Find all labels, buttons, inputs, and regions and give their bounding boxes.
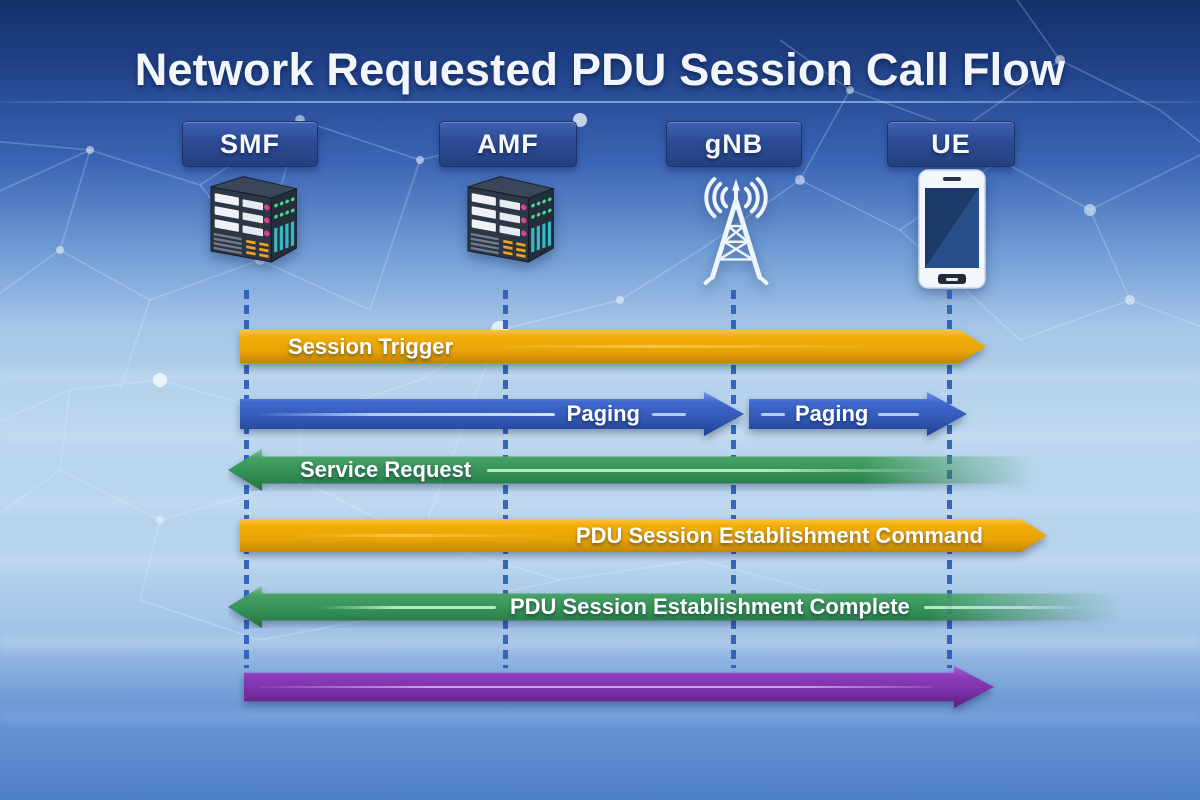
entity-label-amf: AMF — [477, 128, 539, 159]
arrow-data-flow — [244, 666, 994, 708]
light-streak — [0, 498, 1200, 510]
arrow-highlight-line — [295, 534, 556, 537]
arrow-label: Session Trigger — [288, 333, 454, 359]
radio-tower-icon — [681, 171, 791, 292]
arrow-highlight-line — [483, 345, 896, 348]
arrow-label: Paging — [795, 401, 869, 426]
arrow-highlight-line — [878, 413, 919, 416]
light-streak — [0, 636, 1200, 650]
arrow-highlight-line — [316, 605, 496, 609]
arrow-pdu-session-establishment-complete: PDU Session Establishment Complete — [228, 586, 1150, 628]
arrow-label: PDU Session Establishment Complete — [510, 594, 910, 619]
light-streak — [0, 712, 1200, 722]
header-divider — [0, 101, 1200, 103]
arrow-highlight-line — [487, 468, 942, 472]
arrow-label: PDU Session Establishment Command — [575, 522, 983, 548]
arrow-paging-1: Paging — [240, 392, 744, 436]
arrow-service-request: Service Request — [228, 449, 1060, 491]
entity-box-amf: AMF — [439, 121, 577, 167]
server-icon — [192, 172, 308, 281]
arrow-paging-2: Paging — [749, 392, 967, 436]
page-title: Network Requested PDU Session Call Flow — [134, 44, 1066, 95]
entity-box-smf: SMF — [182, 121, 318, 167]
arrow-highlight-line — [652, 413, 686, 416]
arrow-highlight-line — [923, 605, 1095, 609]
light-streak — [0, 432, 1200, 440]
entity-label-smf: SMF — [220, 128, 280, 159]
entity-label-gnb: gNB — [704, 128, 764, 159]
arrow-highlight-line — [761, 413, 785, 416]
server-icon — [449, 172, 565, 281]
arrow-highlight-line — [254, 413, 555, 416]
arrow-pdu-session-establishment-command: PDU Session Establishment Command — [240, 519, 1047, 552]
light-streak — [0, 372, 1200, 382]
smartphone-icon — [917, 168, 987, 297]
arrow-label: Service Request — [300, 457, 472, 482]
entity-label-ue: UE — [931, 128, 971, 159]
arrow-label: Paging — [566, 401, 640, 426]
light-streak — [0, 556, 1200, 566]
arrow-session-trigger: Session Trigger — [240, 330, 986, 363]
entity-box-gnb: gNB — [666, 121, 802, 167]
arrow-highlight-line — [260, 686, 932, 689]
entity-box-ue: UE — [887, 121, 1015, 167]
